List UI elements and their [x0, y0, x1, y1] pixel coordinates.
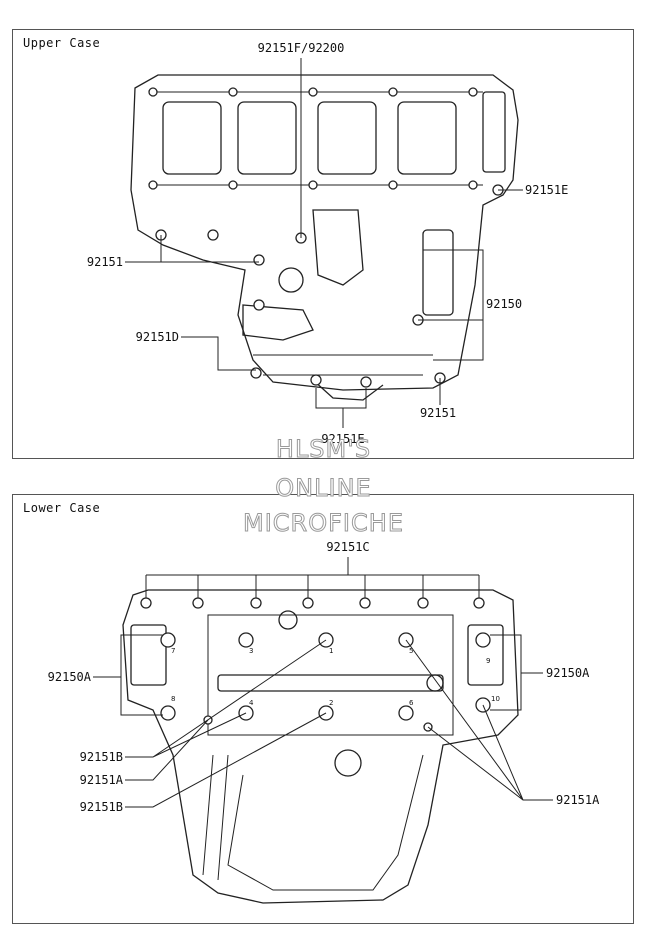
lower-case-title: Lower Case	[23, 501, 101, 515]
bolt-number: 8	[171, 695, 175, 703]
upper-case-outline	[130, 74, 519, 391]
cylinder-bore-4	[397, 101, 457, 175]
upper-case-panel: Upper Case	[12, 29, 634, 459]
cylinder-bore-3	[317, 101, 377, 175]
bolt-number: 3	[249, 647, 253, 655]
upper-case-diagram: 92151F/92200 92151E 92151 92150 92151D 9…	[87, 41, 568, 446]
label-92151-bottom: 92151	[420, 406, 456, 420]
label-92150a-right: 92150A	[546, 666, 590, 680]
lower-case-outline	[122, 589, 519, 904]
label-92150: 92150	[486, 297, 522, 311]
label-92151d: 92151D	[136, 330, 179, 344]
bolt-number: 4	[249, 699, 254, 707]
watermark-line-3: MICROFICHE	[243, 509, 404, 538]
label-92151-left: 92151	[87, 255, 123, 269]
label-92151f-92200: 92151F/92200	[258, 41, 345, 55]
bolt-number: 7	[171, 647, 175, 655]
bolt-number: 6	[409, 699, 414, 707]
bolt-number: 10	[491, 695, 500, 703]
watermark-line-1: HLSM'S	[275, 435, 372, 464]
bolt-number: 9	[486, 657, 490, 665]
label-92151e-right: 92151E	[525, 183, 568, 197]
label-92151a-right: 92151A	[556, 793, 600, 807]
bolt-number: 5	[409, 647, 413, 655]
bolt-number: 2	[329, 699, 333, 707]
lower-case-diagram: 7 3 1 5 9 8 4 2 6 10 92151C 92150A 92150…	[48, 540, 600, 904]
label-92151b-lower: 92151B	[80, 800, 123, 814]
watermark-line-2: ONLINE	[275, 474, 372, 503]
crossbar	[217, 674, 444, 692]
bolt-number: 1	[329, 647, 333, 655]
label-92150a-left: 92150A	[48, 670, 92, 684]
label-92151a-left: 92151A	[80, 773, 124, 787]
label-92151c: 92151C	[326, 540, 369, 554]
upper-case-title: Upper Case	[23, 36, 101, 50]
lower-case-panel: Lower Case	[12, 494, 634, 924]
cylinder-bore-2	[237, 101, 297, 175]
cylinder-bore-1	[162, 101, 222, 175]
label-92151e-bottom: 92151E	[321, 432, 364, 446]
label-92151b-upper: 92151B	[80, 750, 123, 764]
